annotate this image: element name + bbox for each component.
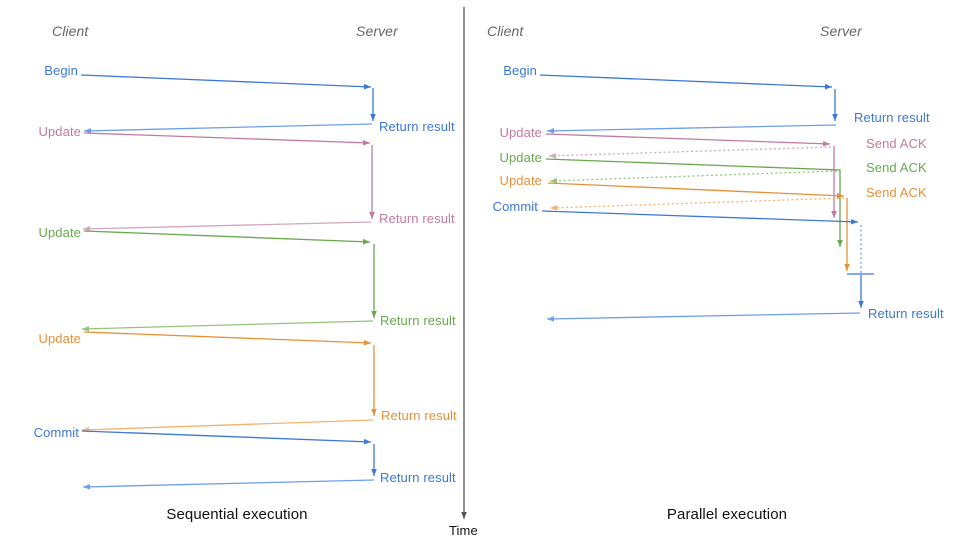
- panel-title: Parallel execution: [666, 506, 788, 523]
- panel-title: Sequential execution: [166, 506, 308, 523]
- label-return-result-1: Return result: [854, 110, 930, 125]
- update-3-request-arrowhead: [363, 339, 371, 346]
- update-1-request-arrowhead: [362, 139, 370, 146]
- return-result-5-line: [82, 479, 375, 488]
- header-client: Client: [487, 23, 524, 39]
- update-3-request-line: [547, 182, 845, 197]
- update-3-request-line: [83, 331, 372, 344]
- label-update-3: Update: [499, 173, 542, 188]
- begin-request-arrowhead: [824, 83, 832, 90]
- label-send-ack-3: Send ACK: [866, 185, 927, 200]
- begin-request-arrowhead: [363, 83, 371, 90]
- update-1-processing-arrowhead: [831, 211, 837, 218]
- label-commit: Commit: [492, 199, 538, 214]
- return-result-2-line: [82, 221, 372, 230]
- return-result-1-line: [546, 124, 837, 132]
- label-return-result-1: Return result: [379, 119, 455, 134]
- header-server: Server: [356, 23, 398, 39]
- commit-request-arrowhead: [363, 438, 371, 445]
- return-result-2-arrowhead: [547, 316, 555, 322]
- return-result-2-arrowhead: [83, 226, 91, 232]
- return-result-3-arrowhead: [82, 326, 90, 332]
- panel-parallel: [539, 74, 874, 322]
- begin-processing-arrowhead: [832, 114, 838, 121]
- label-update-2: Update: [499, 150, 542, 165]
- begin-request-line: [539, 74, 833, 88]
- label-update-1: Update: [38, 124, 81, 139]
- begin-processing-arrowhead: [370, 114, 376, 121]
- return-result-4-line: [81, 419, 374, 431]
- send-ack-1-arrowhead: [549, 152, 557, 159]
- label-send-ack-2: Send ACK: [866, 160, 927, 175]
- time-axis-label: Time: [449, 523, 478, 538]
- begin-request-line: [80, 74, 372, 88]
- update-2-request-line: [83, 230, 371, 243]
- label-begin: Begin: [44, 63, 78, 78]
- return-result-1-arrowhead: [547, 128, 555, 134]
- label-return-result-5: Return result: [380, 470, 456, 485]
- send-ack-3-arrowhead: [550, 204, 558, 211]
- send-ack-2-arrowhead: [550, 177, 558, 184]
- update-2-request-arrowhead: [362, 238, 370, 245]
- update-3-request-arrowhead: [836, 192, 844, 199]
- return-result-1-line: [83, 123, 373, 132]
- time-axis: [461, 7, 467, 519]
- commit-processing-arrowhead: [858, 301, 864, 308]
- update-2-request-processing-arrowhead: [837, 240, 843, 247]
- header-server: Server: [820, 23, 862, 39]
- label-return-result-4: Return result: [381, 408, 457, 423]
- send-ack-2-line: [549, 170, 838, 182]
- return-result-3-line: [81, 320, 374, 330]
- send-ack-3-line: [549, 197, 845, 209]
- label-commit: Commit: [33, 425, 79, 440]
- update-1-request-line: [83, 132, 371, 144]
- update-1-request-line: [545, 133, 831, 145]
- label-return-result-2: Return result: [379, 211, 455, 226]
- return-result-1-arrowhead: [84, 128, 92, 134]
- header-client: Client: [52, 23, 89, 39]
- panel-sequential: [80, 74, 377, 490]
- send-ack-1-line: [548, 146, 832, 157]
- label-begin: Begin: [503, 63, 537, 78]
- commit-processing-arrowhead: [371, 469, 377, 476]
- update-1-processing-arrowhead: [369, 212, 375, 219]
- label-update-2: Update: [38, 225, 81, 240]
- update-3-processing-arrowhead: [371, 409, 377, 416]
- label-send-ack-1: Send ACK: [866, 136, 927, 151]
- label-update-3: Update: [38, 331, 81, 346]
- return-result-2-line: [546, 312, 861, 320]
- update-2-processing-arrowhead: [371, 311, 377, 318]
- label-return-result-2: Return result: [868, 306, 944, 321]
- label-return-result-3: Return result: [380, 313, 456, 328]
- label-update-1: Update: [499, 125, 542, 140]
- commit-request-line: [541, 210, 859, 223]
- commit-request-line: [81, 430, 372, 443]
- update-1-request-arrowhead: [822, 140, 830, 147]
- update-3-processing-arrowhead: [844, 264, 850, 271]
- time-axis-line-arrowhead: [461, 512, 467, 519]
- return-result-5-arrowhead: [83, 484, 91, 490]
- commit-request-arrowhead: [850, 218, 858, 225]
- update-2-request-processing-line: [545, 158, 841, 247]
